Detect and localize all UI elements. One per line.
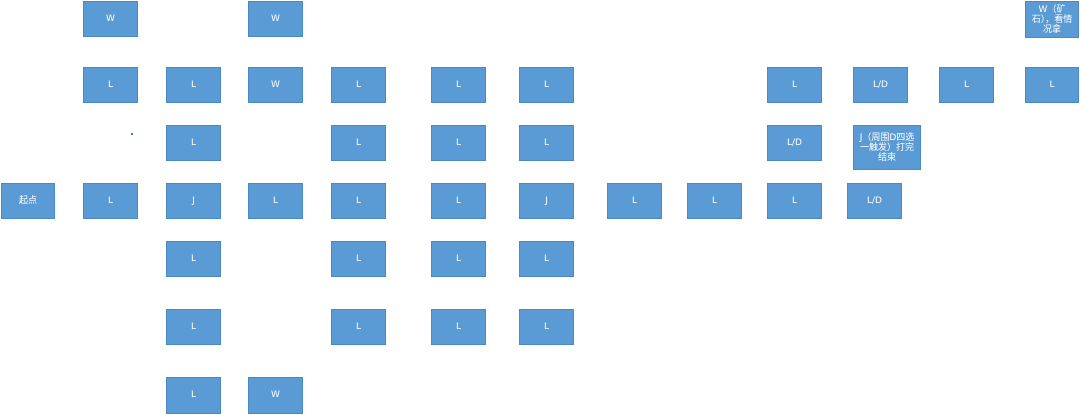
node-c1-r3: L bbox=[83, 183, 138, 219]
marker-dot bbox=[131, 133, 133, 135]
node-c2-r3: J bbox=[166, 183, 221, 219]
node-c2-r2: L bbox=[166, 125, 221, 161]
node-c4-r4: L bbox=[331, 241, 386, 277]
node-c9-r1: L bbox=[767, 67, 822, 103]
node-c6-r2: L bbox=[519, 125, 574, 161]
node-c9-r2: L/D bbox=[767, 125, 822, 161]
node-c5-r1: L bbox=[431, 67, 486, 103]
node-start: 起点 bbox=[1, 183, 55, 219]
node-c3-r6: W bbox=[248, 377, 303, 414]
node-c2-r1: L bbox=[166, 67, 221, 103]
node-c6-r3: J bbox=[519, 183, 574, 219]
node-c10-r3: L/D bbox=[847, 183, 902, 219]
node-c10-r1: L/D bbox=[853, 67, 908, 103]
node-c8-r3: L bbox=[687, 183, 742, 219]
node-c6-r5: L bbox=[519, 309, 574, 345]
node-c9-r3: L bbox=[767, 183, 822, 219]
node-c2-r5: L bbox=[166, 309, 221, 345]
node-c4-r5: L bbox=[331, 309, 386, 345]
node-c1-r1: L bbox=[83, 67, 138, 103]
node-c4-r1: L bbox=[331, 67, 386, 103]
node-c12-r1: L bbox=[1025, 67, 1079, 103]
node-c11-r1: L bbox=[939, 67, 994, 103]
node-c3-r1: W bbox=[248, 67, 303, 103]
node-c3-r0: W bbox=[248, 1, 303, 37]
node-c1-r0: W bbox=[83, 1, 138, 37]
node-c7-r3: L bbox=[607, 183, 662, 219]
node-c5-r5: L bbox=[431, 309, 486, 345]
node-c4-r2: L bbox=[331, 125, 386, 161]
node-c5-r4: L bbox=[431, 241, 486, 277]
node-c2-r4: L bbox=[166, 241, 221, 277]
node-c5-r2: L bbox=[431, 125, 486, 161]
node-c6-r4: L bbox=[519, 241, 574, 277]
node-c4-r3: L bbox=[331, 183, 386, 219]
node-c12-r0: W（矿石），看情况拿 bbox=[1025, 1, 1079, 38]
node-c3-r3: L bbox=[248, 183, 303, 219]
node-c5-r3: L bbox=[431, 183, 486, 219]
node-c2-r6: L bbox=[166, 377, 221, 414]
node-c6-r1: L bbox=[519, 67, 574, 103]
node-c10-r2: J（周围D四选一触发）打完结束 bbox=[853, 125, 921, 170]
